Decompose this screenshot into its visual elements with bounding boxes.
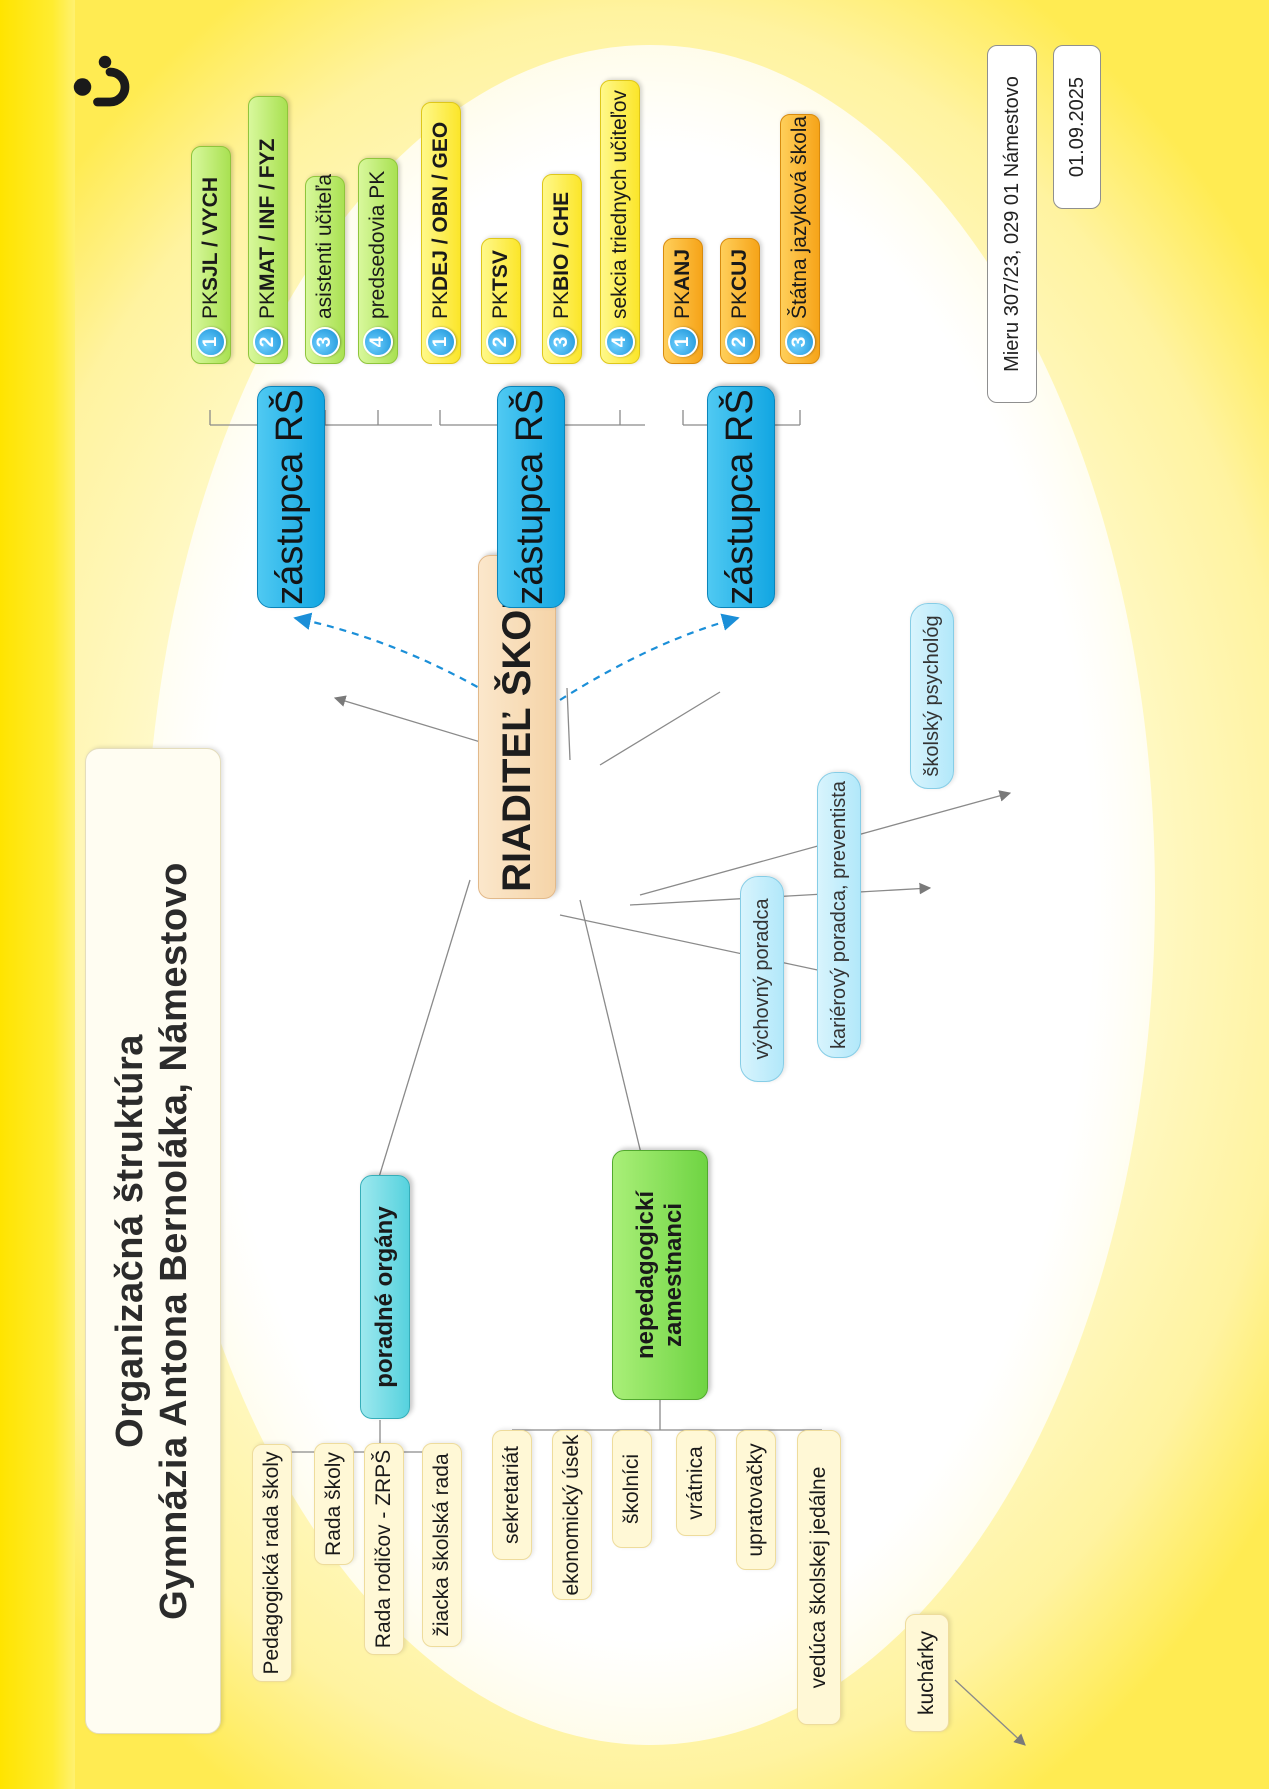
title-box: Organizačná štruktúra Gymnázia Antona Be… — [85, 748, 221, 1734]
advisory-item: Rada školy — [314, 1443, 354, 1565]
advisory-item: Pedagogická rada školy — [252, 1444, 292, 1682]
group-prefix: Štátna jazyková škola — [788, 115, 811, 319]
support-role: kariérový poradca, preventista — [817, 772, 861, 1058]
group-item: 4 predsedovia PK — [358, 158, 398, 364]
address-box: Mieru 307/23, 029 01 Námestovo — [987, 45, 1037, 403]
nonteaching-header-line1: nepedagogickí — [632, 1190, 660, 1360]
group-bold: BIO / CHE — [550, 191, 573, 291]
group-item: 2 PK CUJ — [720, 238, 760, 364]
group-item: 2 PK MAT / INF / FYZ — [248, 96, 288, 364]
group-prefix: PK — [671, 290, 694, 319]
group-item: 1 PK DEJ / OBN / GEO — [421, 102, 461, 364]
group-item: 3 asistenti učiteľa — [305, 173, 345, 364]
group-item: 1 PK SJL / VYCH — [191, 146, 231, 364]
number-badge: 2 — [725, 327, 755, 357]
date-box: 01.09.2025 — [1053, 45, 1101, 209]
group-item: 3 PK BIO / CHE — [542, 174, 582, 364]
group-prefix: PK — [429, 290, 452, 319]
number-badge: 3 — [310, 327, 340, 357]
number-badge: 3 — [547, 327, 577, 357]
group-bold: CUJ — [728, 248, 751, 291]
group-prefix: PK — [489, 290, 512, 319]
group-bold: SJL / VYCH — [199, 177, 222, 291]
support-role: školský psychológ — [910, 603, 954, 789]
number-badge: 3 — [785, 327, 815, 357]
number-badge: 4 — [605, 327, 635, 357]
page-subtitle: Gymnázia Antona Bernoláka, Námestovo — [153, 862, 195, 1620]
advisory-item: žiacka školská rada — [422, 1443, 462, 1647]
group-bold: TSV — [489, 250, 512, 291]
group-item: 3 Štátna jazyková škola — [780, 114, 820, 364]
group-bold: DEJ / OBN / GEO — [429, 121, 452, 291]
nonteaching-item: vrátnica — [676, 1430, 716, 1536]
number-badge: 2 — [486, 327, 516, 357]
nonteaching-item: školníci — [612, 1430, 652, 1548]
number-badge: 1 — [668, 327, 698, 357]
nonteaching-item: ekonomický úsek — [552, 1430, 592, 1600]
nonteaching-item: vedúca školskej jedálne — [797, 1430, 841, 1725]
nonteaching-item: upratovačky — [736, 1430, 776, 1570]
group-bold: MAT / INF / FYZ — [256, 138, 279, 291]
group-prefix: PK — [728, 290, 751, 319]
advisory-header: poradné orgány — [360, 1175, 410, 1419]
nonteaching-item: sekretariát — [492, 1430, 532, 1560]
page-title: Organizačná štruktúra — [109, 1034, 152, 1448]
group-bold: ANJ — [671, 248, 694, 291]
support-role: výchovný poradca — [740, 876, 784, 1082]
number-badge: 1 — [196, 327, 226, 357]
smile-logo-icon — [73, 55, 130, 107]
group-prefix: PK — [550, 290, 573, 319]
advisory-item: Rada rodičov - ZRPŠ — [364, 1443, 404, 1655]
group-prefix: PK — [199, 290, 222, 319]
group-item: 4 sekcia triednych učiteľov — [600, 80, 640, 364]
number-badge: 1 — [426, 327, 456, 357]
nonteaching-header: nepedagogickí zamestnanci — [612, 1150, 708, 1400]
group-prefix: sekcia triednych učiteľov — [608, 89, 631, 319]
group-prefix: predsedovia PK — [366, 170, 389, 319]
group-item: 2 PK TSV — [481, 238, 521, 364]
number-badge: 2 — [253, 327, 283, 357]
deputy-node-2: zástupca RŠ — [497, 386, 565, 608]
nonteaching-subitem: kuchárky — [905, 1614, 949, 1732]
group-prefix: asistenti učiteľa — [313, 173, 336, 319]
deputy-node-3: zástupca RŠ — [707, 386, 775, 608]
group-prefix: PK — [256, 290, 279, 319]
nonteaching-header-line2: zamestnanci — [660, 1202, 687, 1348]
number-badge: 4 — [363, 327, 393, 357]
group-item: 1 PK ANJ — [663, 238, 703, 364]
yellow-edge-band — [0, 0, 75, 1789]
deputy-node-1: zástupca RŠ — [257, 386, 325, 608]
